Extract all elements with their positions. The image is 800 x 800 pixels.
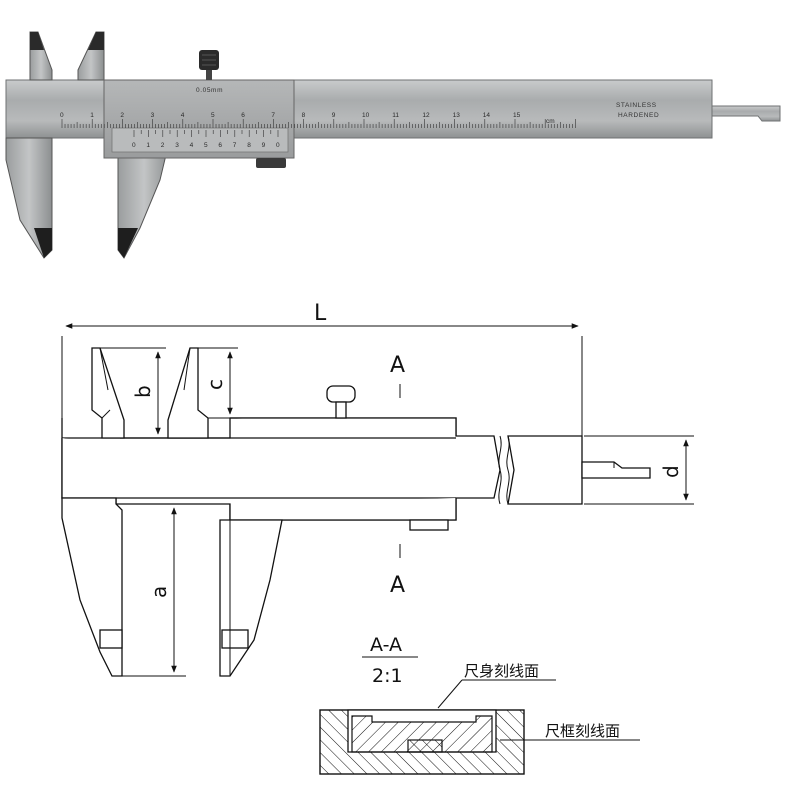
section-title: A-A bbox=[370, 634, 402, 656]
vernier-number: 3 bbox=[175, 142, 179, 149]
section-insert bbox=[407, 739, 443, 753]
main-scale-number: 14 bbox=[483, 112, 491, 119]
engraving-line2: HARDENED bbox=[618, 112, 659, 119]
vernier-number: 0 bbox=[276, 142, 280, 149]
main-scale-number: 15 bbox=[513, 112, 521, 119]
caliper-drawing: L b c bbox=[61, 301, 694, 677]
drawing-lower-movable-jaw bbox=[219, 519, 283, 677]
vernier-number: 7 bbox=[233, 142, 237, 149]
section-scale: 2:1 bbox=[372, 665, 403, 687]
main-scale-number: 3 bbox=[151, 112, 155, 119]
dimension-d-label: d bbox=[659, 465, 683, 478]
depth-rod bbox=[711, 105, 781, 122]
dimension-a-label: a bbox=[147, 586, 171, 598]
main-scale-number: 6 bbox=[241, 112, 245, 119]
vernier-number: 0 bbox=[132, 142, 136, 149]
main-scale-number: 10 bbox=[362, 112, 370, 119]
drawing-depth-rod bbox=[581, 461, 651, 479]
upper-movable-jaw-tip bbox=[88, 32, 104, 50]
main-scale-number: 7 bbox=[271, 112, 275, 119]
main-scale-number: 2 bbox=[120, 112, 124, 119]
lower-movable-jaw-tip bbox=[118, 228, 138, 258]
callout-main-scale-face: 尺身刻线面 bbox=[464, 662, 539, 680]
callout-frame-scale-face: 尺框刻线面 bbox=[545, 722, 620, 740]
main-scale-number: 0 bbox=[60, 112, 64, 119]
vernier-number: 5 bbox=[204, 142, 208, 149]
main-scale-number: 5 bbox=[211, 112, 215, 119]
unit-label: cm bbox=[546, 118, 555, 125]
drawing-upper-movable-jaw bbox=[167, 347, 209, 439]
engraving-line1: STAINLESS bbox=[616, 102, 657, 109]
vernier-number: 8 bbox=[247, 142, 251, 149]
main-scale-number: 11 bbox=[392, 112, 399, 119]
section-marker-top: A bbox=[390, 353, 405, 378]
section-marker-bottom: A bbox=[390, 573, 405, 598]
main-scale-number: 13 bbox=[453, 112, 461, 119]
drawing-lock-screw-stem bbox=[335, 401, 347, 419]
drawing-lock-screw-head bbox=[326, 385, 356, 403]
dimension-b-label: b bbox=[131, 385, 155, 398]
vernier-number: 2 bbox=[161, 142, 165, 149]
main-scale-number: 4 bbox=[181, 112, 185, 119]
drawing-upper-fixed-jaw bbox=[91, 347, 125, 439]
vernier-number: 6 bbox=[218, 142, 222, 149]
lower-fixed-jaw-tip bbox=[34, 228, 52, 258]
main-scale-number: 8 bbox=[302, 112, 306, 119]
drawing-thumb-roller bbox=[409, 519, 449, 531]
section-view: A-A 2:1 尺身刻线面 尺框刻线面 bbox=[319, 634, 640, 775]
lock-screw-stem bbox=[206, 66, 212, 80]
vernier-scale: 0 1 2 3 4 5 6 7 8 9 0 bbox=[132, 130, 280, 149]
thumb-roller bbox=[256, 158, 286, 168]
upper-fixed-jaw-tip bbox=[30, 32, 44, 50]
drawing-lower-fixed-jaw bbox=[61, 497, 123, 677]
drawing-beam-right bbox=[507, 435, 583, 505]
vernier-number: 1 bbox=[146, 142, 150, 149]
dimension-L-label: L bbox=[314, 301, 327, 326]
resolution-label: 0.05mm bbox=[196, 87, 223, 94]
dimension-c-label: c bbox=[203, 379, 227, 390]
vernier-number: 9 bbox=[262, 142, 266, 149]
vernier-number: 4 bbox=[190, 142, 194, 149]
main-scale-number: 12 bbox=[422, 112, 430, 119]
main-scale-number: 1 bbox=[90, 112, 94, 119]
main-scale-number: 9 bbox=[332, 112, 336, 119]
